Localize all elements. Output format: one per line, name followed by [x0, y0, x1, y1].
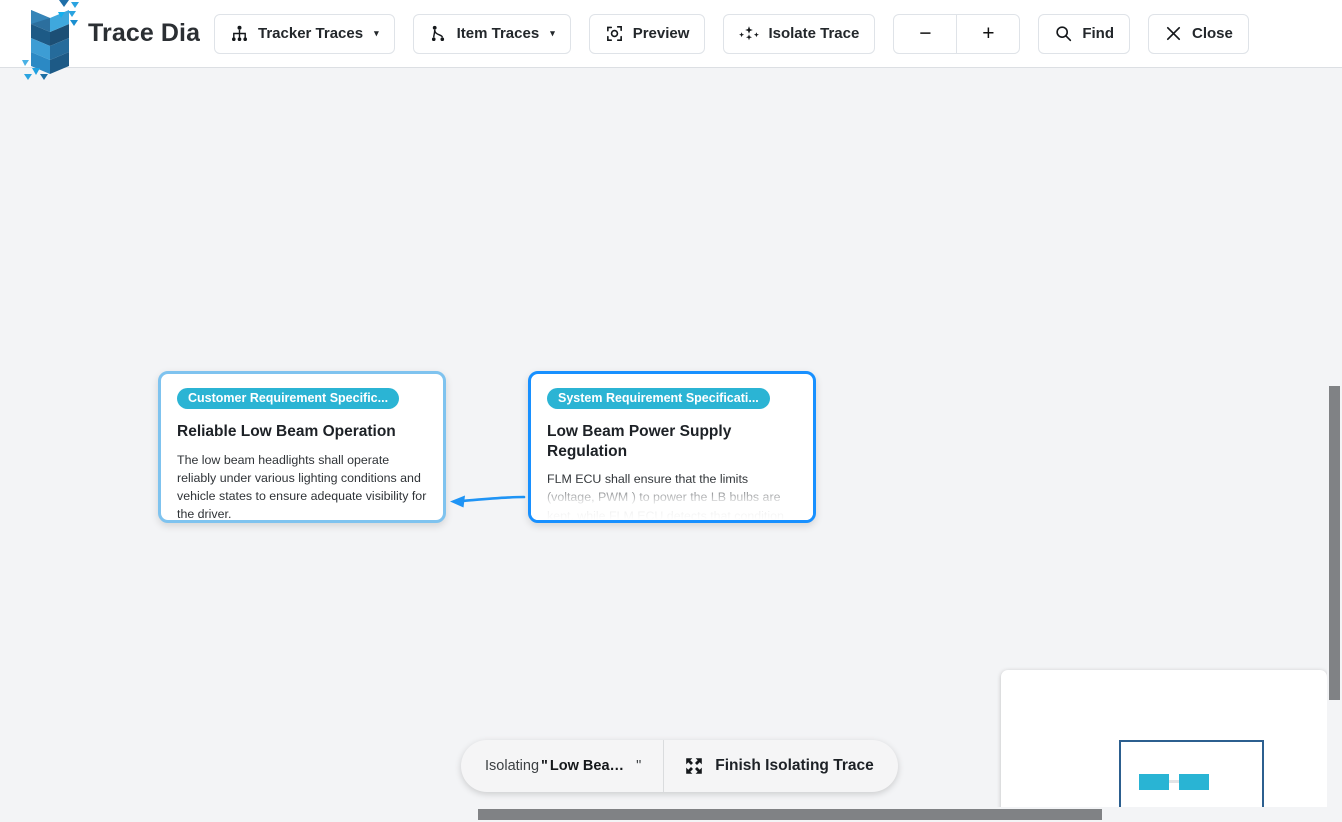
app-header: Trace Dia Tracker Traces ▾ Item Traces	[0, 0, 1342, 80]
close-x-icon	[1164, 24, 1183, 43]
minimap-node	[1179, 774, 1209, 790]
vertical-scrollbar[interactable]	[1327, 68, 1342, 822]
isolate-trace-label: Isolate Trace	[768, 25, 860, 42]
horizontal-scrollbar[interactable]	[0, 807, 1342, 822]
toolbar-divider	[663, 740, 665, 792]
minus-icon: −	[919, 21, 932, 45]
node-inner: System Requirement Specificati... Low Be…	[531, 374, 813, 520]
close-label: Close	[1191, 25, 1233, 42]
chevron-down-icon: ▾	[550, 28, 555, 38]
diagram-canvas[interactable]: Customer Requirement Specific... Reliabl…	[0, 68, 1342, 822]
node-type-badge: Customer Requirement Specific...	[177, 388, 400, 410]
preview-button[interactable]: Preview	[588, 13, 706, 54]
isolate-trace-button[interactable]: Isolate Trace	[723, 13, 876, 54]
expand-arrows-icon	[684, 756, 704, 776]
close-button[interactable]: Close	[1147, 13, 1249, 54]
page-title: Trace Dia	[88, 19, 200, 47]
isolation-status-prefix: Isolating	[485, 758, 540, 774]
arrow-left-icon	[450, 495, 526, 508]
zoom-control-group: − +	[893, 13, 1021, 54]
isolation-quote-open: "	[541, 758, 548, 774]
nodes-n-logo-icon	[22, 0, 79, 80]
branch-node-icon	[429, 24, 448, 43]
isolation-quote-close: "	[636, 758, 642, 774]
node-title: Low Beam Power Supply Regulation	[547, 423, 732, 460]
find-button[interactable]: Find	[1038, 13, 1130, 54]
chevron-down-icon: ▾	[374, 28, 379, 38]
search-icon	[1054, 24, 1073, 43]
finish-isolating-trace-label: Finish Isolating Trace	[715, 757, 874, 774]
diagram-minimap[interactable]	[1001, 670, 1327, 822]
zoom-out-button[interactable]: −	[894, 15, 956, 53]
node-type-badge: System Requirement Specificati...	[547, 388, 770, 410]
tracker-traces-label: Tracker Traces	[258, 25, 364, 42]
plus-icon: +	[982, 21, 995, 45]
minimap-node	[1139, 774, 1169, 790]
tracker-traces-button[interactable]: Tracker Traces ▾	[214, 13, 395, 54]
item-traces-button[interactable]: Item Traces ▾	[412, 13, 571, 54]
zoom-divider	[956, 14, 958, 53]
node-title: Reliable Low Beam Operation	[177, 423, 396, 441]
zoom-in-button[interactable]: +	[957, 15, 1019, 53]
node-description: FLM ECU shall ensure that the limits (vo…	[547, 472, 784, 520]
minimap-link	[1169, 780, 1179, 783]
isolation-toolbar: Isolating "Low Bea… " Finish Isolating T…	[461, 740, 898, 792]
node-inner: Customer Requirement Specific... Reliabl…	[161, 374, 443, 520]
item-traces-label: Item Traces	[456, 25, 540, 42]
trace-edge	[446, 488, 526, 523]
hierarchy-tree-icon	[230, 24, 249, 43]
node-customer-requirement[interactable]: Customer Requirement Specific... Reliabl…	[158, 371, 446, 523]
focus-frame-icon	[605, 24, 624, 43]
vertical-scrollbar-thumb[interactable]	[1329, 386, 1340, 700]
find-label: Find	[1082, 25, 1114, 42]
preview-label: Preview	[632, 25, 690, 42]
isolation-status-item: Low Bea…	[549, 758, 625, 774]
app-logo	[22, 0, 80, 80]
finish-isolating-trace-button[interactable]: Finish Isolating Trace	[664, 740, 897, 792]
isolation-status: Isolating "Low Bea… "	[461, 740, 663, 792]
node-description: The low beam headlights shall operate re…	[177, 452, 427, 520]
node-system-requirement[interactable]: System Requirement Specificati... Low Be…	[528, 371, 816, 523]
horizontal-scrollbar-thumb[interactable]	[478, 809, 1102, 820]
isolate-sparkle-icon	[739, 24, 760, 44]
